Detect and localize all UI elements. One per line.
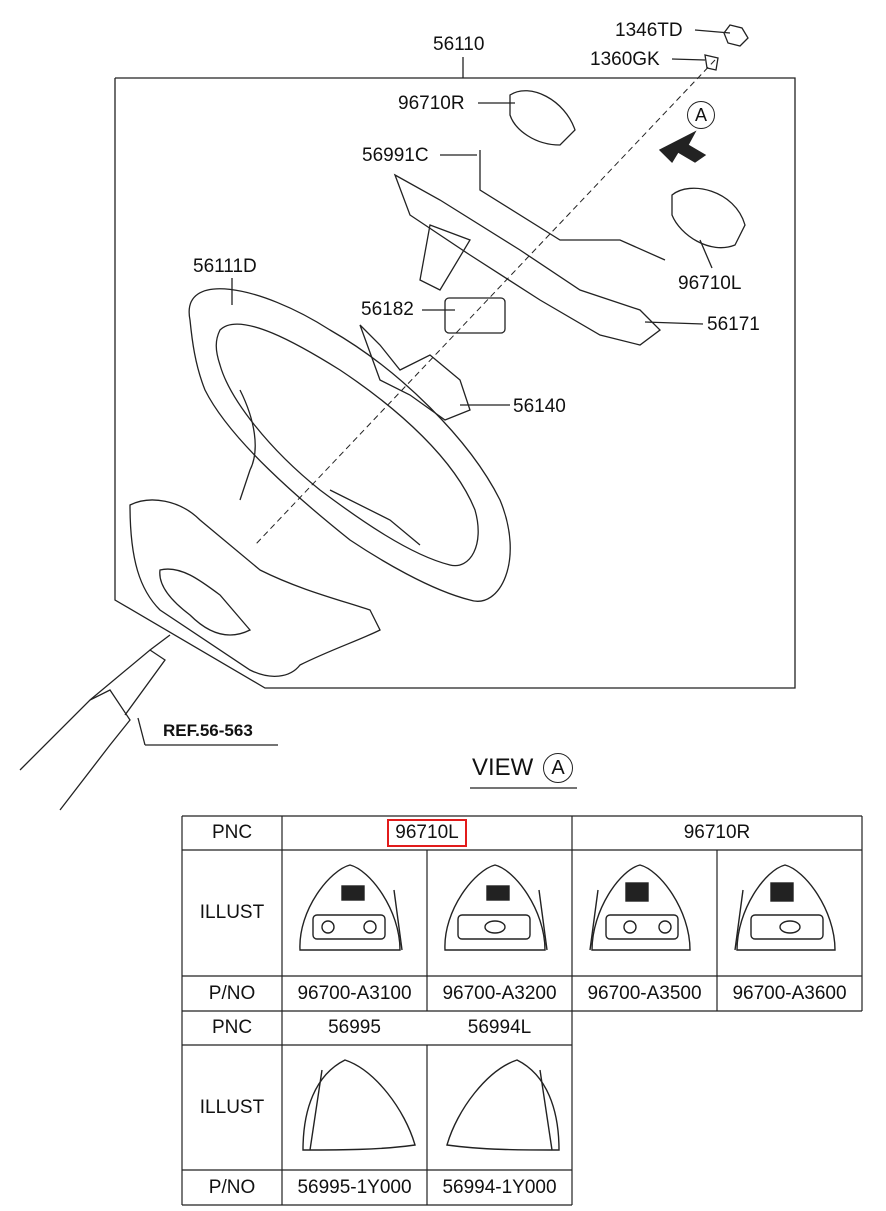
pno-96700-A3200: 96700-A3200	[442, 982, 557, 1004]
steering-column	[19, 689, 131, 811]
row-label-pnc-2: PNC	[211, 1017, 253, 1038]
module-56182	[444, 297, 506, 334]
bolt-1360GK	[704, 54, 719, 71]
pnc-56994L: 56994L	[467, 1017, 532, 1038]
illust-56994-1Y000	[446, 1059, 560, 1151]
pno-96700-A3500: 96700-A3500	[587, 982, 702, 1004]
parts-table-lines	[181, 815, 863, 1206]
callout-1360GK: 1360GK	[590, 49, 660, 70]
pno-96700-A3600: 96700-A3600	[732, 982, 847, 1004]
pnc-96710L-highlight[interactable]: 96710L	[387, 819, 467, 847]
illust-96700-A3500	[589, 864, 691, 951]
pno-56995-1Y000: 56995-1Y000	[297, 1176, 412, 1198]
frame-outline	[114, 77, 796, 689]
callout-56182: 56182	[361, 299, 414, 320]
wiring-bracket	[479, 150, 666, 261]
ref-label: REF.56-563	[163, 721, 253, 740]
illust-56995-1Y000	[302, 1059, 416, 1151]
wheel-rim	[188, 288, 511, 602]
view-a-marker: A	[687, 101, 715, 129]
callout-56111D: 56111D	[193, 256, 257, 277]
view-label: VIEW	[472, 754, 534, 781]
row-label-pno-2: P/NO	[208, 1176, 256, 1198]
callout-56110: 56110	[433, 34, 485, 55]
callout-1346TD: 1346TD	[615, 20, 683, 41]
pnc-96710L-cell: 96710L	[282, 816, 572, 850]
switch-96710R-shape	[509, 90, 576, 146]
illust-96700-A3600	[734, 864, 836, 951]
callout-56171: 56171	[707, 314, 760, 335]
illust-96700-A3200	[444, 864, 548, 951]
callout-96710L: 96710L	[678, 273, 742, 294]
paddle-56140	[359, 324, 471, 421]
view-letter: A	[543, 753, 573, 783]
row-label-illust-2: ILLUST	[199, 1096, 265, 1118]
row-label-illust: ILLUST	[199, 902, 265, 923]
nut-1346TD	[723, 24, 749, 47]
pnc-56995: 56995	[328, 1017, 381, 1038]
callout-56140: 56140	[513, 396, 566, 417]
view-arrow	[658, 130, 707, 164]
pno-56994-1Y000: 56994-1Y000	[442, 1176, 557, 1198]
illust-96700-A3100	[299, 864, 403, 951]
callout-56991C: 56991C	[362, 145, 429, 166]
switch-96710L-shape	[671, 187, 746, 249]
lower-cover	[129, 499, 381, 677]
row-label-pnc: PNC	[211, 822, 253, 843]
pno-96700-A3100: 96700-A3100	[297, 982, 412, 1004]
pnc-96710R: 96710R	[683, 822, 751, 843]
callout-96710R: 96710R	[398, 93, 465, 114]
row-label-pno: P/NO	[208, 982, 256, 1004]
